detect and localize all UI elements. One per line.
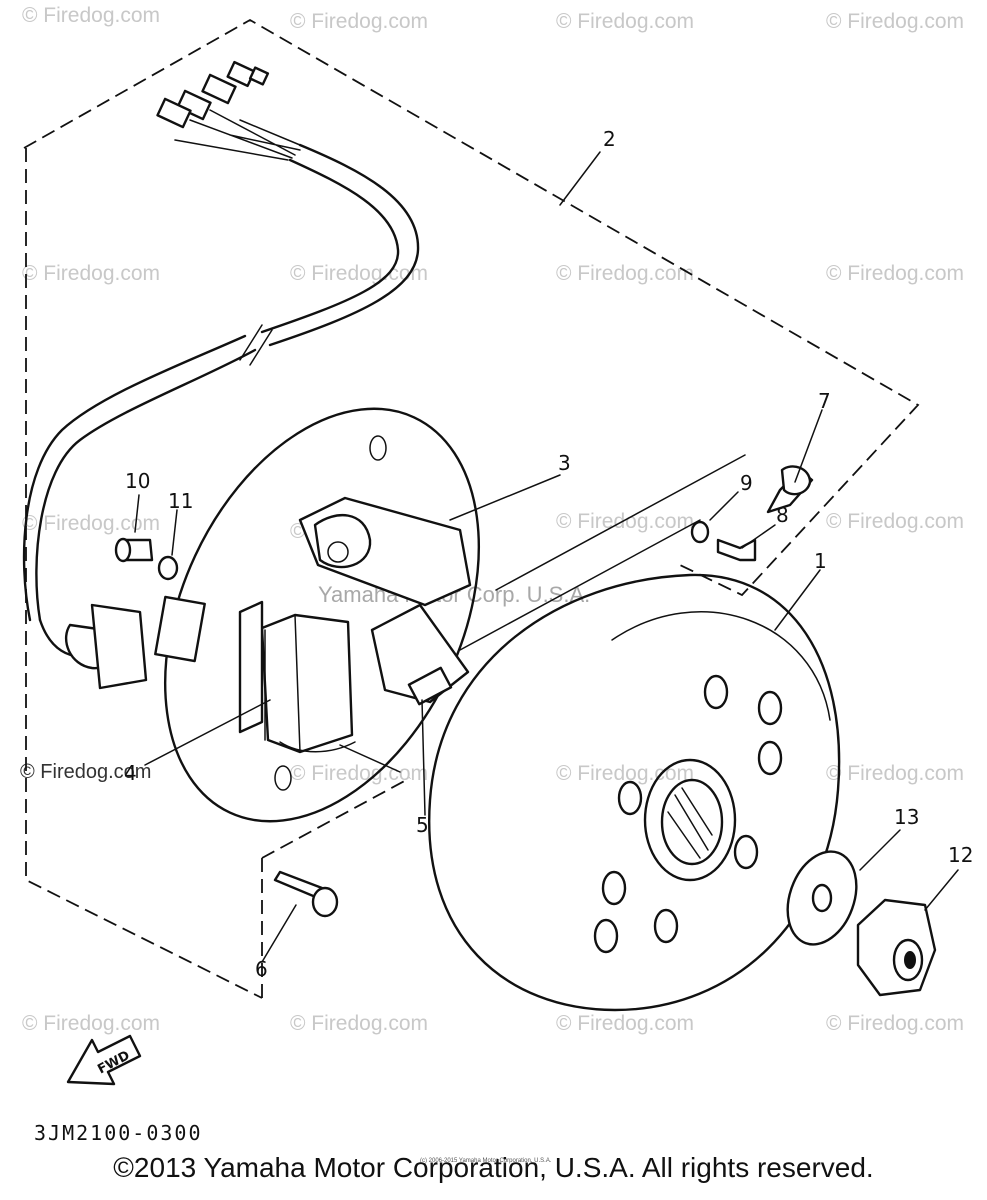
watermark: © Firedog.com [556, 10, 694, 33]
watermark-dark: © Firedog.com [20, 761, 151, 783]
stator-plate [154, 407, 481, 823]
watermark: © Firedog.com [22, 262, 160, 285]
callout-12: 12 [948, 843, 973, 867]
watermark-layer: © Firedog.com © Firedog.com © Firedog.co… [20, 4, 964, 1035]
leader-lines [134, 151, 959, 963]
watermark: © Firedog.com [22, 1012, 160, 1035]
watermark: © Firedog.com [290, 1012, 428, 1035]
watermark: © Firedog.com [826, 762, 964, 785]
watermark: © Firedog.com [826, 10, 964, 33]
watermark: © Firedog.com [290, 262, 428, 285]
watermark: © Firedog.com [290, 762, 428, 785]
tiny-copyright: (c) 2006-2015 Yamaha Motor Corporation, … [420, 1158, 552, 1164]
wiring-harness [22, 60, 420, 690]
callout-5: 5 [416, 813, 429, 837]
watermark: © Firedog.com [556, 762, 694, 785]
watermark: © Firedog.com [290, 10, 428, 33]
callout-6: 6 [255, 957, 268, 981]
callout-11: 11 [168, 489, 193, 513]
watermark: © Firedog.com [826, 262, 964, 285]
hardware [114, 465, 937, 997]
callouts: 1 2 3 4 5 6 7 8 9 10 11 12 13 [124, 127, 973, 981]
fwd-arrow: FWD [66, 1034, 142, 1086]
callout-9: 9 [740, 471, 753, 495]
watermark: © Firedog.com [22, 512, 160, 535]
watermark: © Firedog.com [22, 4, 160, 27]
callout-8: 8 [776, 503, 789, 527]
callout-1: 1 [814, 549, 827, 573]
copyright-notice: ©2013 Yamaha Motor Corporation, U.S.A. A… [113, 1152, 874, 1183]
callout-7: 7 [818, 389, 831, 413]
callout-13: 13 [894, 805, 919, 829]
watermark: © Firedog.com [556, 510, 694, 533]
callout-2: 2 [603, 127, 616, 151]
diagram-code: 3JM2100-0300 [34, 1121, 203, 1145]
watermark: © Firedog.com [826, 510, 964, 533]
assembly-boundary [23, 18, 920, 999]
flywheel-rotor [428, 573, 841, 1012]
callout-3: 3 [558, 451, 571, 475]
callout-10: 10 [125, 469, 150, 493]
watermark: © Firedog.com [556, 1012, 694, 1035]
callout-4: 4 [124, 761, 137, 785]
watermark: © Firedog.com [556, 262, 694, 285]
watermark: © Firedog.com [826, 1012, 964, 1035]
